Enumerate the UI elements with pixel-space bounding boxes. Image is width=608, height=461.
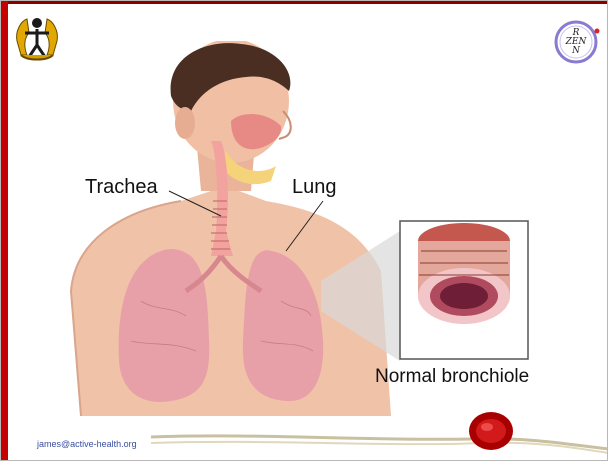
lung-label: Lung [292, 176, 337, 199]
zen-logo-text: R ZEN N [552, 18, 600, 66]
top-accent-bar [1, 1, 608, 4]
footer-email: james@active-health.org [37, 439, 137, 449]
figure-with-hands-logo-icon [11, 11, 63, 63]
zen-logo: R ZEN N [552, 18, 600, 66]
respiratory-anatomy-illustration [61, 41, 543, 416]
wax-seal-icon [463, 407, 519, 453]
trachea-label: Trachea [85, 176, 158, 199]
bronchiole-label: Normal bronchiole [375, 366, 529, 388]
decorative-swoosh-icon [151, 419, 608, 459]
left-accent-bar [1, 1, 8, 461]
zen-logo-line3: N [572, 47, 580, 56]
